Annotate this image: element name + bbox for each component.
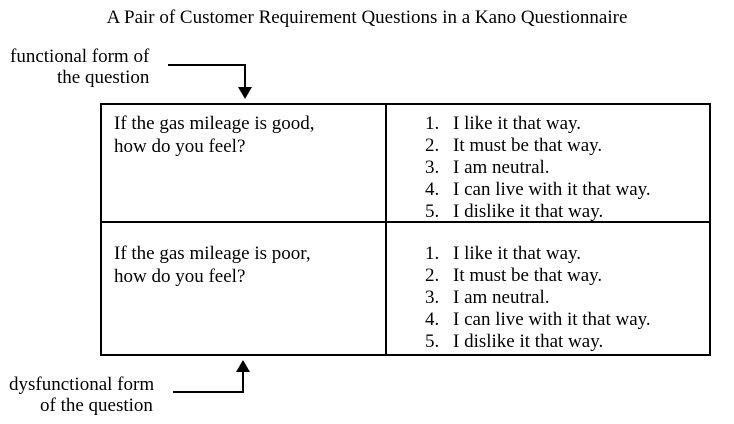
option-number: 4. (425, 179, 440, 200)
kano-table: If the gas mileage is good, how do you f… (100, 103, 711, 356)
option-text: I like it that way. (453, 243, 582, 264)
dysfunctional-form-label-line1: dysfunctional form (9, 374, 155, 395)
dysfunctional-form-label: dysfunctional form of the question (9, 374, 154, 416)
response-option: 5. I dislike it that way. (425, 201, 705, 222)
question-line: how do you feel? (114, 136, 246, 157)
option-text: It must be that way. (453, 265, 603, 286)
option-number: 2. (425, 135, 440, 156)
option-text: I can live with it that way. (453, 179, 651, 200)
response-option: 3. I am neutral. (425, 157, 705, 179)
figure-title: A Pair of Customer Requirement Questions… (106, 7, 628, 28)
option-text: I dislike it that way. (453, 331, 604, 352)
response-option: 3. I am neutral. (425, 287, 705, 309)
option-number: 1. (425, 243, 440, 264)
option-number: 5. (425, 331, 440, 352)
option-number: 2. (425, 265, 440, 286)
option-text: I am neutral. (453, 287, 550, 308)
functional-response-options-cell: 1. I like it that way. 2. It must be tha… (387, 105, 709, 223)
response-option: 5. I dislike it that way. (425, 331, 705, 353)
dysfunctional-question-cell: If the gas mileage is poor, how do you f… (102, 223, 387, 354)
option-number: 3. (425, 157, 440, 178)
option-number: 1. (425, 113, 440, 134)
option-text: It must be that way. (453, 135, 603, 156)
dysfunctional-response-options-cell: 1. I like it that way. 2. It must be tha… (387, 223, 709, 354)
response-option: 2. It must be that way. (425, 135, 705, 157)
functional-form-label: functional form of the question (10, 46, 149, 88)
option-text: I dislike it that way. (453, 201, 604, 222)
dysfunctional-form-label-line2: of the question (40, 395, 153, 416)
response-option: 2. It must be that way. (425, 265, 705, 287)
functional-form-label-line1: functional form of (10, 46, 150, 67)
option-number: 5. (425, 201, 440, 222)
question-line: how do you feel? (114, 266, 246, 287)
dysfunctional-arrow (173, 360, 250, 393)
option-number: 4. (425, 309, 440, 330)
option-text: I can live with it that way. (453, 309, 651, 330)
option-text: I like it that way. (453, 113, 582, 134)
response-option: 4. I can live with it that way. (425, 309, 705, 331)
response-option: 1. I like it that way. (425, 243, 705, 265)
functional-arrow (168, 64, 252, 99)
response-option: 1. I like it that way. (425, 113, 705, 135)
question-line: If the gas mileage is poor, (114, 243, 311, 264)
functional-form-label-line2: the question (57, 67, 150, 88)
option-text: I am neutral. (453, 157, 550, 178)
functional-question-cell: If the gas mileage is good, how do you f… (102, 105, 387, 223)
response-option: 4. I can live with it that way. (425, 179, 705, 201)
option-number: 3. (425, 287, 440, 308)
question-line: If the gas mileage is good, (114, 113, 315, 134)
